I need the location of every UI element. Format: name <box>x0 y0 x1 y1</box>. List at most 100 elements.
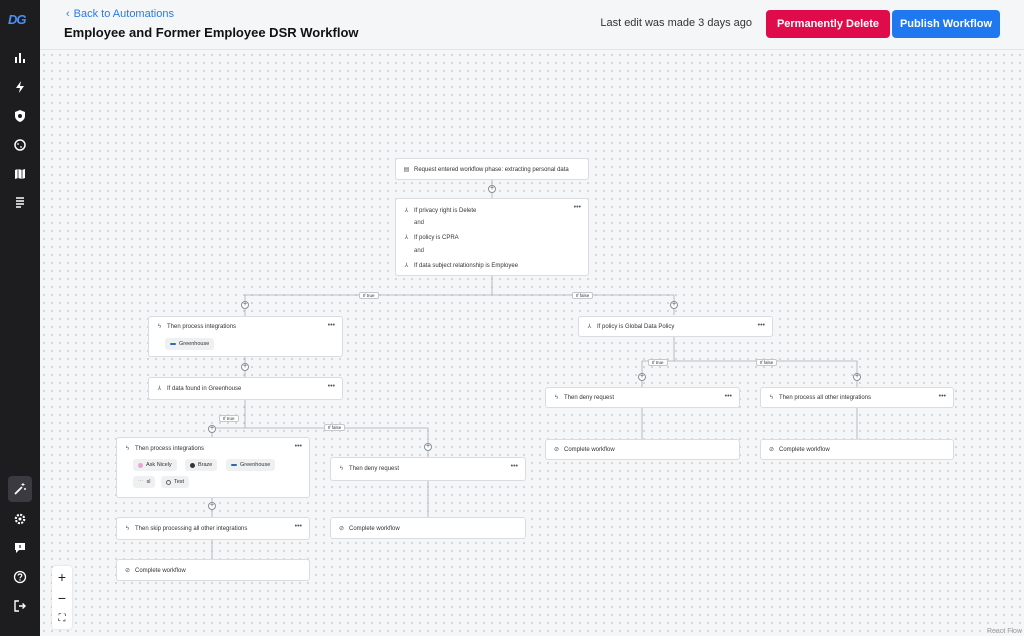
check-circle-icon: ⊘ <box>124 568 131 574</box>
more-options-icon[interactable]: ••• <box>327 322 335 329</box>
chevron-left-icon: ‹ <box>66 8 70 20</box>
node-label: Complete workflow <box>564 446 615 453</box>
node-label: Then process integrations <box>135 445 205 452</box>
lightning-icon: ϟ <box>125 445 130 452</box>
test-icon <box>166 479 171 485</box>
add-step-button[interactable]: + <box>241 363 249 371</box>
node-label: If data found in Greenhouse <box>167 385 242 392</box>
add-step-button[interactable]: + <box>424 443 432 451</box>
react-flow-attribution[interactable]: React Flow <box>986 628 1022 635</box>
edge-label-false: If false <box>756 359 778 366</box>
process-all-other-node[interactable]: ••• ϟ Then process all other integrations <box>760 387 954 408</box>
edge-label-true: If true <box>648 359 668 366</box>
add-step-button[interactable]: + <box>670 301 678 309</box>
greenhouse-icon <box>170 343 176 345</box>
chip-label: Greenhouse <box>179 341 210 347</box>
lightning-icon: ϟ <box>769 394 774 401</box>
more-options-icon[interactable]: ••• <box>294 523 302 530</box>
check-circle-icon: ⊘ <box>338 526 345 532</box>
trigger-label: Request entered workflow phase: extracti… <box>414 166 569 173</box>
condition-label: If data subject relationship is Employee <box>414 262 519 269</box>
check-circle-icon: ⊘ <box>553 447 560 453</box>
and-label: and <box>414 220 425 226</box>
complete-workflow-node[interactable]: ⊘Complete workflow <box>760 439 954 460</box>
map-icon[interactable] <box>8 163 32 185</box>
lightning-icon: ϟ <box>125 525 130 532</box>
more-options-icon[interactable]: ••• <box>294 443 302 450</box>
add-step-button[interactable]: + <box>208 502 216 510</box>
add-step-button[interactable]: + <box>488 185 496 193</box>
lightning-icon: ϟ <box>339 465 344 472</box>
more-options-icon[interactable]: ••• <box>327 383 335 390</box>
deny-request-node[interactable]: ••• ϟ Then deny request <box>545 387 740 408</box>
integration-chip[interactable]: Greenhouse <box>226 459 276 471</box>
integration-chip[interactable]: ⋯sl <box>133 476 156 488</box>
cookie-icon[interactable] <box>8 134 32 156</box>
more-options-icon[interactable]: ••• <box>938 393 946 400</box>
publish-workflow-button[interactable]: Publish Workflow <box>892 10 1000 38</box>
process-integrations-node[interactable]: ••• ϟ Then process integrations Ask Nicel… <box>116 437 310 498</box>
node-label: Then skip processing all other integrati… <box>135 525 248 532</box>
more-options-icon[interactable]: ••• <box>757 322 765 329</box>
complete-workflow-node[interactable]: ⊘Complete workflow <box>330 517 526 539</box>
edge-label-false: If false <box>324 424 346 431</box>
edge-label-true: If true <box>219 415 239 422</box>
permanently-delete-button[interactable]: Permanently Delete <box>766 10 890 38</box>
gear-icon[interactable] <box>8 508 32 530</box>
complete-workflow-node[interactable]: ⊘ Complete workflow <box>545 439 740 460</box>
add-step-button[interactable]: + <box>241 301 249 309</box>
help-icon[interactable] <box>8 566 32 588</box>
condition-group-node[interactable]: ••• ⅄If privacy right is Delete and ⅄If … <box>395 198 589 276</box>
condition-label: If policy is CPRA <box>414 234 459 241</box>
integration-chip[interactable]: Ask Nicely <box>133 459 177 471</box>
workflow-canvas[interactable]: + + + + + + + + + If true If false If tr… <box>40 51 1024 636</box>
integration-chip[interactable]: Braze <box>185 459 218 471</box>
node-label: Then deny request <box>349 465 400 472</box>
complete-workflow-node[interactable]: ⊘ Complete workflow <box>116 559 310 581</box>
condition-node[interactable]: ••• ⅄If data found in Greenhouse <box>148 377 343 400</box>
chip-label: Greenhouse <box>240 462 271 468</box>
logout-icon[interactable] <box>8 595 32 617</box>
node-label: Then process all other integrations <box>779 394 872 401</box>
more-options-icon[interactable]: ••• <box>724 393 732 400</box>
page-title: Employee and Former Employee DSR Workflo… <box>64 25 359 40</box>
chip-label: sl <box>146 479 151 485</box>
chip-label: Ask Nicely <box>146 462 172 468</box>
app-logo[interactable]: DG <box>8 12 27 27</box>
deny-request-node[interactable]: ••• ϟ Then deny request <box>330 457 526 481</box>
node-label: Then deny request <box>564 394 615 401</box>
bar-chart-icon[interactable] <box>8 47 32 69</box>
integration-chip[interactable]: Test <box>161 476 190 488</box>
branch-icon: ⅄ <box>404 263 409 269</box>
magic-wand-icon[interactable] <box>8 476 32 502</box>
lightning-icon: ϟ <box>157 323 162 330</box>
and-label: and <box>414 248 425 254</box>
braze-icon <box>190 462 195 468</box>
lightning-icon[interactable] <box>8 76 32 98</box>
more-options-icon[interactable]: ••• <box>573 204 581 211</box>
add-step-button[interactable]: + <box>638 373 646 381</box>
node-label: Complete workflow <box>135 567 186 574</box>
add-step-button[interactable]: + <box>208 425 216 433</box>
integration-chip[interactable]: Greenhouse <box>165 338 215 350</box>
add-step-button[interactable]: + <box>853 373 861 381</box>
chip-label: Braze <box>198 462 213 468</box>
document-list-icon[interactable] <box>8 192 32 214</box>
back-to-automations-link[interactable]: ‹ Back to Automations <box>66 8 174 20</box>
header: ‹ Back to Automations Employee and Forme… <box>40 0 1024 50</box>
zoom-in-button[interactable]: + <box>57 568 67 585</box>
trigger-node[interactable]: ▤ Request entered workflow phase: extrac… <box>395 158 589 180</box>
condition-node[interactable]: ••• ⅄ If policy is Global Data Policy <box>578 316 773 337</box>
branch-icon: ⅄ <box>587 324 592 330</box>
chat-icon[interactable] <box>8 537 32 559</box>
more-options-icon[interactable]: ••• <box>510 463 518 470</box>
skip-processing-node[interactable]: ••• ϟ Then skip processing all other inte… <box>116 517 310 540</box>
shield-search-icon[interactable] <box>8 105 32 127</box>
zoom-out-button[interactable]: − <box>57 589 67 606</box>
fit-view-button[interactable]: ⛶ <box>58 613 66 624</box>
zoom-controls: + − ⛶ <box>52 566 72 629</box>
branch-icon: ⅄ <box>404 235 409 241</box>
lightning-icon: ϟ <box>554 394 559 401</box>
node-label: If policy is Global Data Policy <box>597 323 675 330</box>
